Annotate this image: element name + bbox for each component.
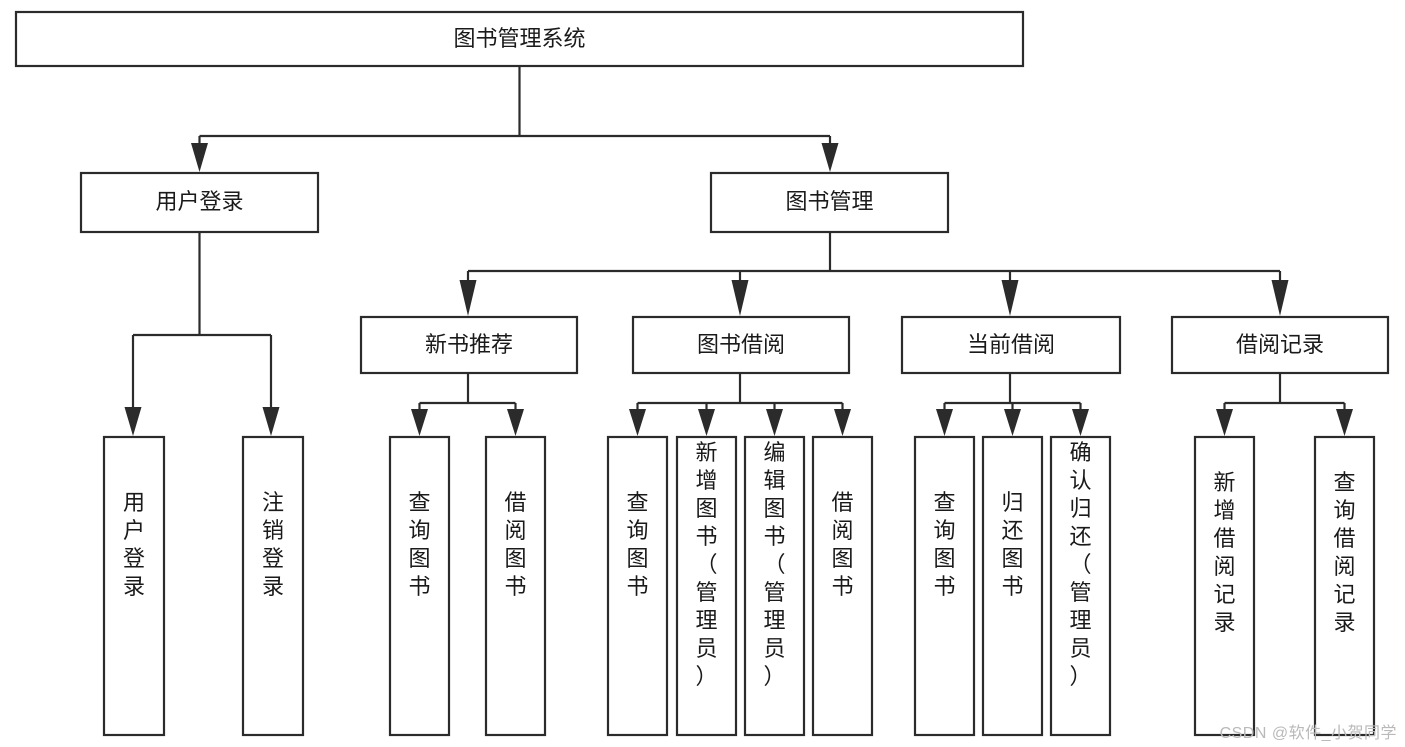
- leaf-node-confirm-return[interactable]: 确认归还（管理员）: [1049, 435, 1112, 737]
- leaf-node-query-book-borrow[interactable]: 查询图书: [606, 435, 669, 737]
- leaf-node-add-book[interactable]: 新增图书（管理员）: [675, 435, 738, 737]
- leaf-query-borrow-record-label: 查询借阅记录: [1333, 470, 1355, 635]
- leaf-borrow-book-borrow-label: 借阅图书: [831, 490, 853, 599]
- leaf-add-book-label: 新增图书（管理员）: [695, 440, 717, 689]
- leaf-edit-book-box: [743, 435, 806, 737]
- leaf-borrow-book-newbook-label: 借阅图书: [504, 490, 526, 599]
- arrow-to-leaf-borrow-book-2: [834, 409, 851, 436]
- arrow-to-book-borrow: [731, 280, 749, 316]
- node-borrow-record-label: 借阅记录: [1236, 332, 1324, 357]
- arrow-to-new-book-rec: [459, 280, 477, 316]
- arrow-to-leaf-add-book: [698, 409, 715, 436]
- node-new-book-recommend[interactable]: 新书推荐: [359, 315, 579, 375]
- node-root-box: [14, 10, 1025, 68]
- leaf-user-login-box: [102, 435, 166, 737]
- arrow-to-book-mgmt: [821, 143, 839, 172]
- leaf-query-book-borrow-label: 查询图书: [626, 490, 648, 599]
- leaf-add-borrow-record-label: 新增借阅记录: [1213, 470, 1235, 635]
- node-new-book-recommend-label: 新书推荐: [425, 332, 513, 357]
- arrow-to-leaf-return-book: [1004, 409, 1021, 436]
- leaf-edit-book-label: 编辑图书（管理员）: [763, 440, 785, 689]
- arrow-to-leaf-edit-book: [766, 409, 783, 436]
- leaf-query-book-current-label: 查询图书: [933, 490, 955, 599]
- leaf-node-query-borrow-record[interactable]: 查询借阅记录: [1313, 435, 1376, 737]
- arrow-to-leaf-logout: [262, 407, 280, 436]
- leaf-query-book-newbook-box: [388, 435, 451, 737]
- leaf-confirm-return-label: 确认归还（管理员）: [1069, 440, 1091, 689]
- arrow-to-leaf-query-book-1: [411, 409, 428, 436]
- node-book-borrow[interactable]: 图书借阅: [631, 315, 851, 375]
- connector-layer: [124, 66, 1353, 436]
- leaf-return-book-label: 归还图书: [1001, 490, 1023, 599]
- arrow-to-leaf-borrow-book-1: [507, 409, 524, 436]
- arrow-to-leaf-confirm-return: [1072, 409, 1089, 436]
- node-current-borrow-label: 当前借阅: [967, 332, 1055, 357]
- leaf-query-book-borrow-box: [606, 435, 669, 737]
- arrow-to-leaf-query-book-2: [629, 409, 646, 436]
- leaf-return-book-box: [981, 435, 1044, 737]
- node-root-system[interactable]: 图书管理系统: [14, 10, 1025, 68]
- leaf-node-borrow-book-newbook[interactable]: 借阅图书: [484, 435, 547, 737]
- node-borrow-record[interactable]: 借阅记录: [1170, 315, 1390, 375]
- node-user-login-label: 用户登录: [155, 189, 243, 214]
- leaf-node-return-book[interactable]: 归还图书: [981, 435, 1044, 737]
- node-user-login-box: [79, 171, 320, 234]
- leaf-node-query-book-current[interactable]: 查询图书: [913, 435, 976, 737]
- leaf-node-borrow-book-borrow[interactable]: 借阅图书: [811, 435, 874, 737]
- node-book-borrow-box: [631, 315, 851, 375]
- node-book-management-box: [709, 171, 950, 234]
- node-book-management[interactable]: 图书管理: [709, 171, 950, 234]
- leaf-query-book-current-box: [913, 435, 976, 737]
- leaf-logout-box: [241, 435, 305, 737]
- leaf-confirm-return-box: [1049, 435, 1112, 737]
- leaf-node-add-borrow-record[interactable]: 新增借阅记录: [1193, 435, 1256, 737]
- leaf-node-user-login[interactable]: 用户登录: [102, 435, 166, 737]
- arrow-to-current-borrow: [1001, 280, 1019, 316]
- leaf-user-login-label: 用户登录: [123, 490, 145, 599]
- node-book-borrow-label: 图书借阅: [697, 332, 785, 357]
- node-new-book-recommend-box: [359, 315, 579, 375]
- leaf-add-book-box: [675, 435, 738, 737]
- node-current-borrow-box: [900, 315, 1122, 375]
- node-root-label: 图书管理系统: [453, 26, 585, 51]
- leaf-query-book-newbook-label: 查询图书: [408, 490, 430, 599]
- node-borrow-record-box: [1170, 315, 1390, 375]
- arrow-to-leaf-user-login: [124, 407, 142, 436]
- node-current-borrow[interactable]: 当前借阅: [900, 315, 1122, 375]
- leaf-borrow-book-newbook-box: [484, 435, 547, 737]
- arrow-to-leaf-query-book-3: [936, 409, 953, 436]
- node-book-management-label: 图书管理: [785, 189, 873, 214]
- leaf-add-borrow-record-box: [1193, 435, 1256, 737]
- leaf-node-logout[interactable]: 注销登录: [241, 435, 305, 737]
- leaf-logout-label: 注销登录: [262, 490, 284, 599]
- arrow-to-leaf-query-record: [1336, 409, 1353, 436]
- leaf-borrow-book-borrow-box: [811, 435, 874, 737]
- node-user-login[interactable]: 用户登录: [79, 171, 320, 234]
- leaf-node-edit-book[interactable]: 编辑图书（管理员）: [743, 435, 806, 737]
- leaf-query-borrow-record-box: [1313, 435, 1376, 737]
- arrow-to-leaf-add-record: [1216, 409, 1233, 436]
- leaf-node-query-book-newbook[interactable]: 查询图书: [388, 435, 451, 737]
- arrow-to-borrow-record: [1271, 280, 1289, 316]
- arrow-to-user-login: [191, 143, 208, 172]
